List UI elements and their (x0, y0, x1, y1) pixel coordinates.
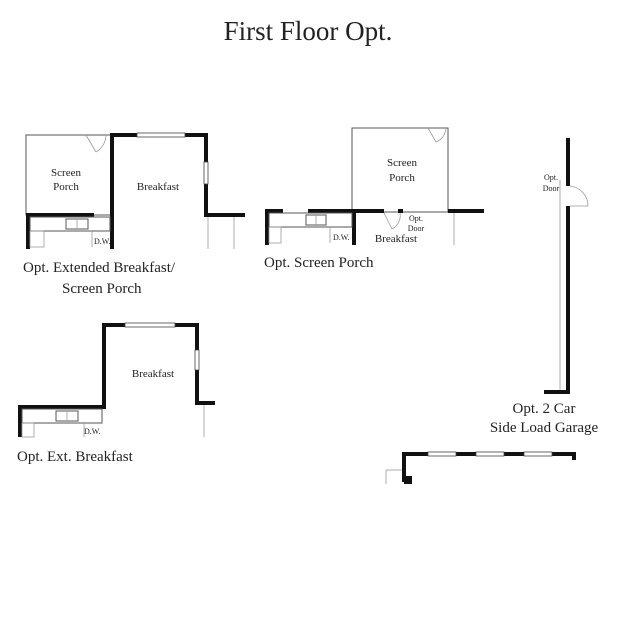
dishwasher-label: D.W. (333, 233, 350, 242)
breakfast-label: Breakfast (375, 233, 417, 245)
opt-door-label-2: Door (408, 224, 425, 233)
plan-caption: Opt. 2 Car (513, 401, 576, 417)
plan-screen-porch: Screen Porch Opt. Door D.W. Breakfast Op… (264, 127, 484, 271)
opt-door-label: Opt. (409, 214, 423, 223)
screen-porch-label-2: Porch (53, 181, 79, 193)
plan-caption: Opt. Ext. Breakfast (17, 449, 134, 465)
plan-caption-2: Side Load Garage (490, 420, 599, 436)
plan-caption-2: Screen Porch (62, 281, 142, 297)
opt-door-label: Opt. (544, 173, 558, 182)
dishwasher-label: D.W. (84, 427, 101, 436)
plan-caption: Opt. Extended Breakfast/ (23, 260, 176, 276)
plan-side-load-garage: Opt. Door Opt. 2 Car Side Load Garage (385, 138, 599, 484)
plan-caption: Opt. Screen Porch (264, 255, 374, 271)
opt-door-label-2: Door (543, 184, 560, 193)
screen-porch-label-2: Porch (389, 172, 415, 184)
screen-porch-label: Screen (387, 157, 417, 169)
screen-porch-label: Screen (51, 167, 81, 179)
breakfast-label: Breakfast (132, 368, 174, 380)
page-title: First Floor Opt. (224, 16, 393, 46)
breakfast-label: Breakfast (137, 181, 179, 193)
plan-ext-breakfast: Breakfast D.W. Opt. Ext. Breakfast (17, 322, 215, 465)
plan-extended-breakfast-screen-porch: Screen Porch Breakfast D.W. Opt. Extende… (23, 132, 245, 297)
dishwasher-label: D.W. (94, 237, 111, 246)
